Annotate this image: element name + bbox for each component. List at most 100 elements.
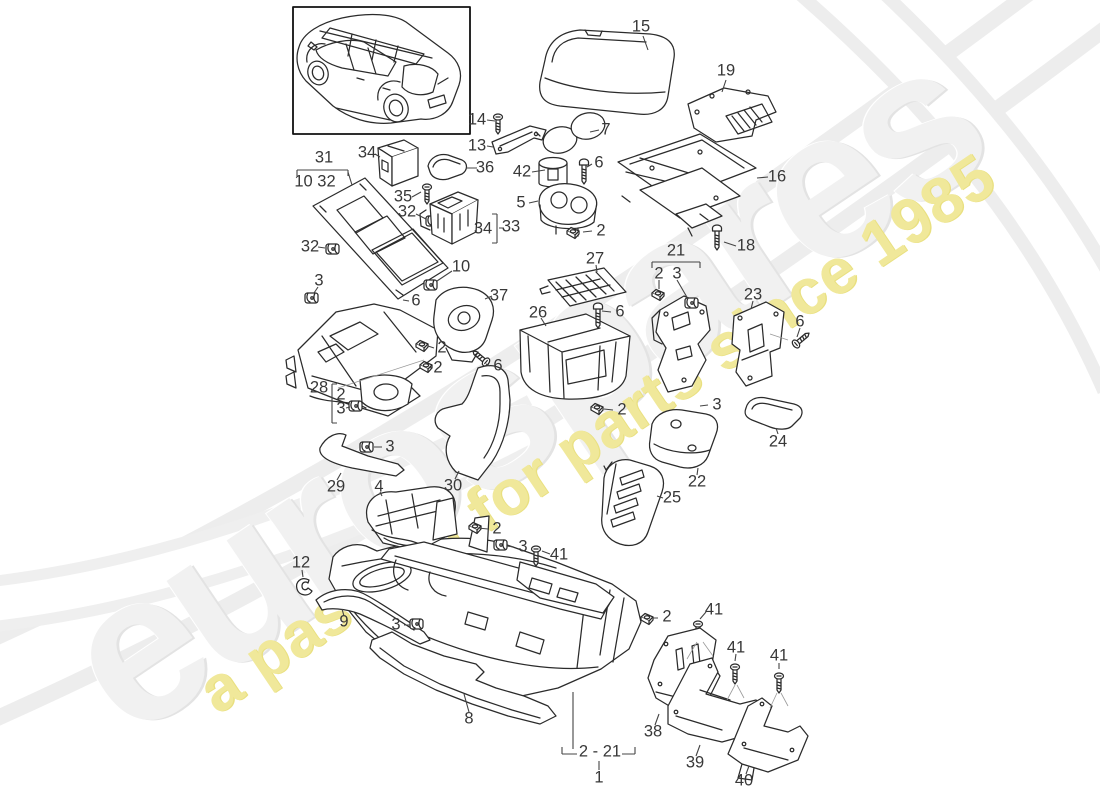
part-label-41a: 41 (549, 545, 569, 564)
part-label-12: 12 (291, 553, 311, 572)
part-label-19: 19 (716, 61, 736, 80)
part-label-24: 24 (768, 432, 788, 451)
part-8-lower-trim (369, 631, 557, 725)
part-label-1: 1 (594, 768, 604, 787)
part-label-16: 16 (767, 167, 787, 186)
console-mechanism-assembly (366, 486, 615, 620)
part-6-screw-a (578, 158, 590, 185)
part-30-console-side-trim (434, 365, 511, 481)
part-label-6e: 6 (493, 356, 503, 375)
part-15-armrest-lid (539, 29, 675, 115)
part-21-bracket-assembly (651, 295, 711, 393)
part-2-nut-b (651, 288, 665, 302)
part-31-trim-panel (312, 177, 449, 300)
part-label-41b: 41 (704, 600, 724, 619)
part-5-cupholder (538, 183, 598, 237)
part-2-nut-h (640, 612, 654, 626)
part-label-25: 25 (662, 488, 682, 507)
part-9-trim-handle (315, 589, 431, 645)
part-36-lid (427, 153, 468, 181)
part-18-screw (711, 224, 723, 251)
part-10-clip (423, 279, 438, 291)
part-label-29: 29 (326, 477, 346, 496)
part-label-18: 18 (736, 236, 756, 255)
construction-lines (337, 333, 789, 709)
part-label-35: 35 (393, 187, 413, 206)
part-label-3e: 3 (385, 437, 395, 456)
part-label-2b: 2 (654, 264, 664, 283)
part-carrier-assembly (285, 303, 439, 417)
part-label-14: 14 (467, 110, 487, 129)
part-3-clip-f (493, 539, 508, 551)
part-14-screw (492, 113, 504, 135)
part-16-armrest-frame (617, 133, 757, 237)
part-label-42: 42 (512, 162, 532, 181)
part-2-nut-f (590, 402, 604, 416)
part-27-rubber-mat (539, 267, 627, 307)
part-2-nut-d (419, 360, 433, 374)
part-label-31: 31 (314, 148, 334, 167)
part-label-7: 7 (601, 120, 611, 139)
part-19-slide-bracket (687, 87, 777, 143)
part-37-shifter-bezel (433, 286, 495, 363)
part-label-33: 33 (501, 217, 521, 236)
part-13-hinge-bracket (491, 125, 547, 155)
part-2-nut-a (566, 226, 580, 240)
part-label-5: 5 (516, 193, 526, 212)
part-40-mount-bracket (727, 697, 809, 781)
part-3-clip-g (409, 618, 424, 630)
part-label-36: 36 (475, 158, 495, 177)
part-label-32b: 32 (300, 237, 320, 256)
part-label-3b: 3 (672, 264, 682, 283)
part-label-6d: 6 (795, 312, 805, 331)
part-label-39: 39 (685, 753, 705, 772)
part-label-21: 21 (666, 241, 686, 260)
part-label-6b: 6 (411, 291, 421, 310)
part-label-22: 22 (687, 472, 707, 491)
part-label-range-2-21: 2 - 21 (578, 742, 622, 761)
part-label-3f: 3 (518, 537, 528, 556)
part-label-9: 9 (339, 612, 349, 631)
part-29-side-trim (319, 433, 405, 477)
part-label-3d: 3 (712, 395, 722, 414)
part-12-c-clip (295, 578, 313, 596)
part-label-15: 15 (631, 17, 651, 36)
part-label-2d: 2 (433, 358, 443, 377)
part-3-clip-e (359, 441, 374, 453)
part-label-41d: 41 (769, 646, 789, 665)
part-3-clip-c (348, 400, 363, 412)
part-label-6c: 6 (615, 302, 625, 321)
part-24-tray-lid (744, 396, 803, 430)
leader-lines (296, 35, 801, 775)
part-label-26: 26 (528, 303, 548, 322)
part-label-10b: 10 (451, 257, 471, 276)
part-label-8: 8 (464, 709, 474, 728)
part-label-27: 27 (585, 249, 605, 268)
part-label-28: 28 (309, 378, 329, 397)
part-25-air-vent (601, 459, 665, 547)
part-23-side-panel (731, 301, 785, 387)
part-33-switch-unit (419, 191, 479, 245)
part-label-40: 40 (734, 771, 754, 790)
part-label-10-32: 10 32 (294, 172, 336, 191)
part-label-34b: 34 (473, 219, 493, 238)
part-label-2f: 2 (617, 400, 627, 419)
part-label-38: 38 (643, 722, 663, 741)
part-3-clip-b (684, 297, 699, 309)
part-label-2g: 2 (492, 519, 502, 538)
part-label-3a: 3 (314, 271, 324, 290)
part-41-screw-c (729, 663, 741, 685)
part-42-insert-cup (538, 156, 568, 188)
part-label-30: 30 (443, 476, 463, 495)
part-32-clip-b (325, 243, 340, 255)
vehicle-thumbnail (292, 6, 471, 135)
part-26-storage-bin (519, 313, 631, 400)
part-label-3c: 3 (336, 399, 346, 418)
part-label-32a: 32 (397, 202, 417, 221)
part-label-23: 23 (743, 285, 763, 304)
part-34-ashtray-insert (377, 139, 419, 187)
part-41-screw-d (773, 672, 785, 694)
part-label-4: 4 (374, 477, 384, 496)
